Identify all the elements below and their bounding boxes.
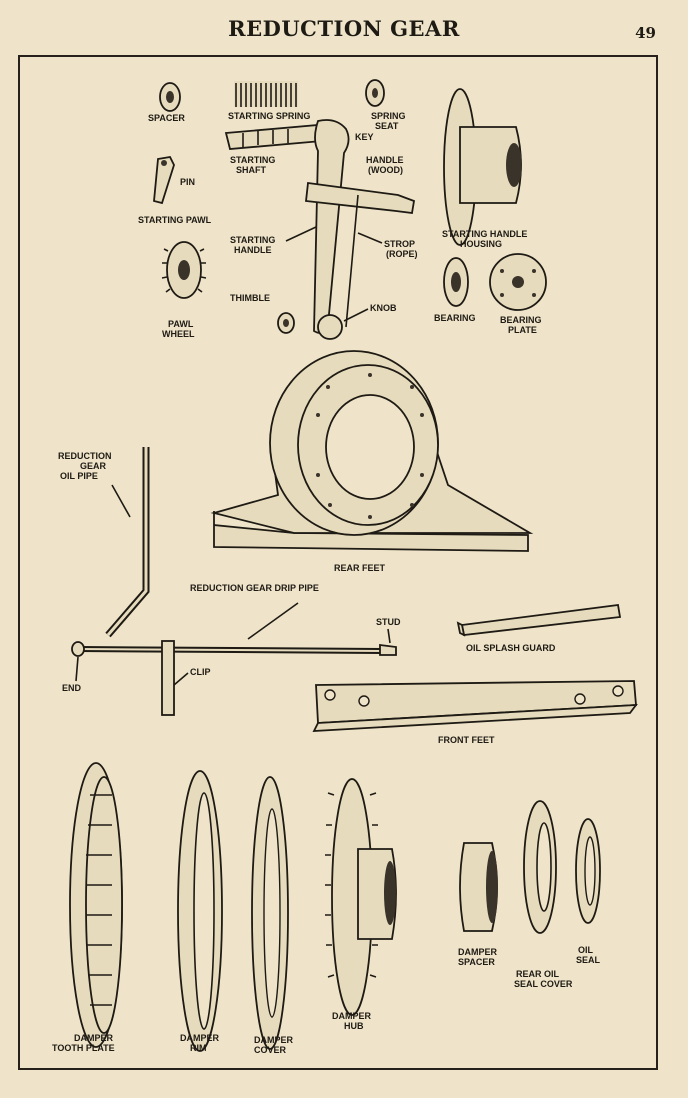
bearing-plate-drawing	[489, 253, 547, 311]
spring-seat-drawing	[365, 79, 385, 107]
label-strop-rope-2: (ROPE)	[386, 249, 418, 259]
label-oil-pipe-1: REDUCTION	[58, 451, 112, 461]
damper-spacer-drawing	[459, 842, 498, 932]
label-key: KEY	[355, 132, 374, 142]
label-oil-seal-1: OIL	[578, 945, 594, 955]
label-damper-hub-2: HUB	[344, 1021, 364, 1031]
label-front-feet: FRONT FEET	[438, 735, 495, 745]
label-damper-rim-1: DAMPER	[180, 1033, 220, 1043]
label-damper-cover-1: DAMPER	[254, 1035, 294, 1045]
label-starting-handle-1: STARTING	[230, 235, 275, 245]
label-rear-oil-seal-cover-1: REAR OIL	[516, 969, 560, 979]
label-spacer: SPACER	[148, 113, 185, 123]
front-feet-drawing	[312, 680, 638, 732]
label-damper-cover-2: COVER	[254, 1045, 287, 1055]
label-starting-handle-housing-1: STARTING HANDLE	[442, 229, 527, 239]
label-damper-tooth-plate-2: TOOTH PLATE	[52, 1043, 115, 1053]
oil-splash-guard-drawing	[456, 603, 622, 637]
label-handle-wood-2: (WOOD)	[368, 165, 403, 175]
label-damper-spacer-2: SPACER	[458, 957, 495, 967]
reduction-gear-oil-pipe-drawing	[105, 447, 150, 638]
damper-cover-drawing	[251, 776, 289, 1050]
label-damper-spacer-1: DAMPER	[458, 947, 498, 957]
label-strop-rope-1: STROP	[384, 239, 415, 249]
label-oil-seal-2: SEAL	[576, 955, 601, 965]
label-stud: STUD	[376, 617, 401, 627]
label-oil-pipe-2: GEAR	[80, 461, 107, 471]
damper-hub-drawing	[325, 778, 397, 1016]
label-oil-pipe-3: OIL PIPE	[60, 471, 98, 481]
starting-pawl-drawing	[153, 156, 175, 205]
rear-feet-drawing	[210, 350, 534, 552]
label-starting-handle-2: HANDLE	[234, 245, 272, 255]
page-title: REDUCTION GEAR	[228, 16, 460, 41]
label-starting-shaft-2: SHAFT	[236, 165, 266, 175]
page-number: 49	[635, 24, 656, 42]
starting-shaft-drawing	[224, 124, 324, 150]
label-handle-wood-1: HANDLE	[366, 155, 404, 165]
starting-handle-housing-drawing	[443, 88, 522, 246]
spacer-drawing	[159, 82, 181, 112]
label-spring-seat-2: SEAT	[375, 121, 399, 131]
label-thimble: THIMBLE	[230, 293, 270, 303]
damper-tooth-plate-drawing	[69, 762, 123, 1048]
label-starting-spring: STARTING SPRING	[228, 111, 310, 121]
damper-rim-drawing	[177, 770, 223, 1052]
starting-handle-drawing	[305, 119, 416, 340]
thimble-drawing	[277, 312, 295, 334]
oil-seal-drawing	[575, 818, 601, 924]
starting-spring-drawing	[234, 81, 298, 107]
label-damper-tooth-plate-1: DAMPER	[74, 1033, 114, 1043]
parts-illustration: SPACER STARTING SPRING SPRING SEAT KEY S…	[52, 79, 638, 1055]
label-pawl-wheel-1: PAWL	[168, 319, 194, 329]
reduction-gear-drip-pipe-drawing	[71, 640, 397, 716]
label-damper-rim-2: RIM	[190, 1043, 207, 1053]
label-end: END	[62, 683, 82, 693]
label-starting-pawl: STARTING PAWL	[138, 215, 212, 225]
pawl-wheel-drawing	[161, 241, 207, 299]
label-bearing: BEARING	[434, 313, 476, 323]
label-clip: CLIP	[190, 667, 211, 677]
label-knob: KNOB	[370, 303, 397, 313]
bearing-drawing	[443, 257, 469, 307]
label-pawl-wheel-2: WHEEL	[162, 329, 195, 339]
label-spring-seat-1: SPRING	[371, 111, 406, 121]
illustration-border	[18, 55, 658, 1070]
rear-oil-seal-cover-drawing	[523, 800, 557, 934]
label-bearing-plate-2: PLATE	[508, 325, 537, 335]
label-bearing-plate-1: BEARING	[500, 315, 542, 325]
label-rear-feet: REAR FEET	[334, 563, 386, 573]
label-drip-pipe: REDUCTION GEAR DRIP PIPE	[190, 583, 319, 593]
label-rear-oil-seal-cover-2: SEAL COVER	[514, 979, 573, 989]
label-damper-hub-1: DAMPER	[332, 1011, 372, 1021]
label-oil-splash-guard: OIL SPLASH GUARD	[466, 643, 556, 653]
label-pin: PIN	[180, 177, 195, 187]
label-starting-shaft-1: STARTING	[230, 155, 275, 165]
label-starting-handle-housing-2: HOUSING	[460, 239, 502, 249]
